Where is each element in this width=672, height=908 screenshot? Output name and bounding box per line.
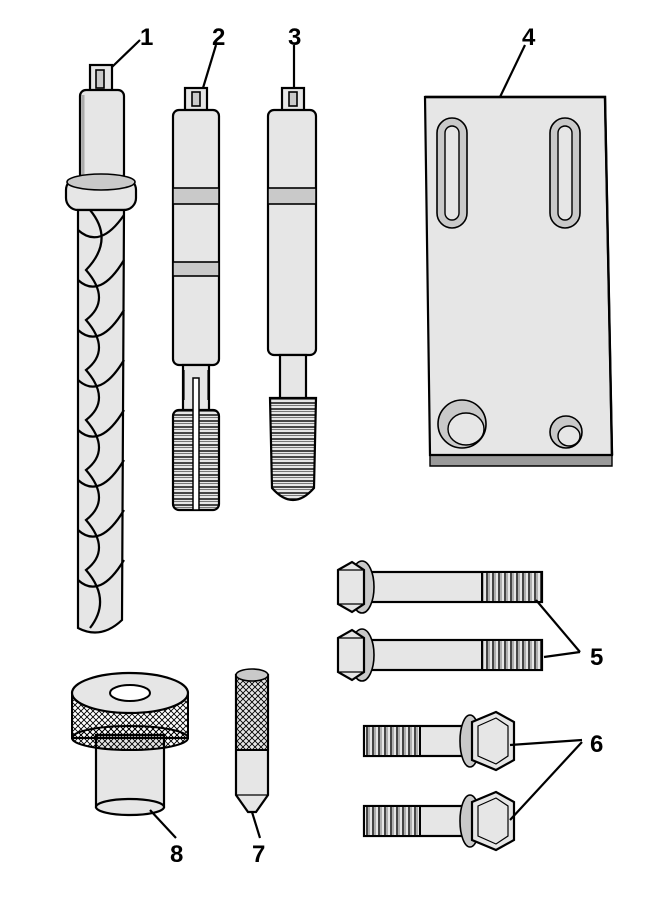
callout-1: 1	[140, 24, 153, 51]
tap-tool-2	[171, 86, 221, 512]
leader-lines	[111, 39, 583, 839]
flange-bolt-5b	[336, 628, 544, 682]
guide-plate	[423, 95, 614, 467]
callout-7: 7	[252, 841, 265, 868]
drill-bit	[64, 63, 138, 634]
callout-4: 4	[522, 24, 536, 51]
knurled-pin	[234, 668, 270, 814]
flange-bolt-5a	[336, 560, 544, 614]
callout-5: 5	[590, 644, 603, 671]
callout-8: 8	[170, 841, 183, 868]
flange-bolt-6b	[362, 790, 516, 852]
flange-bolt-6a	[362, 710, 516, 772]
knurled-bushing	[70, 671, 190, 817]
tap-tool-3	[266, 86, 318, 502]
callout-2: 2	[212, 24, 225, 51]
callout-3: 3	[288, 24, 301, 51]
callout-6: 6	[590, 731, 603, 758]
